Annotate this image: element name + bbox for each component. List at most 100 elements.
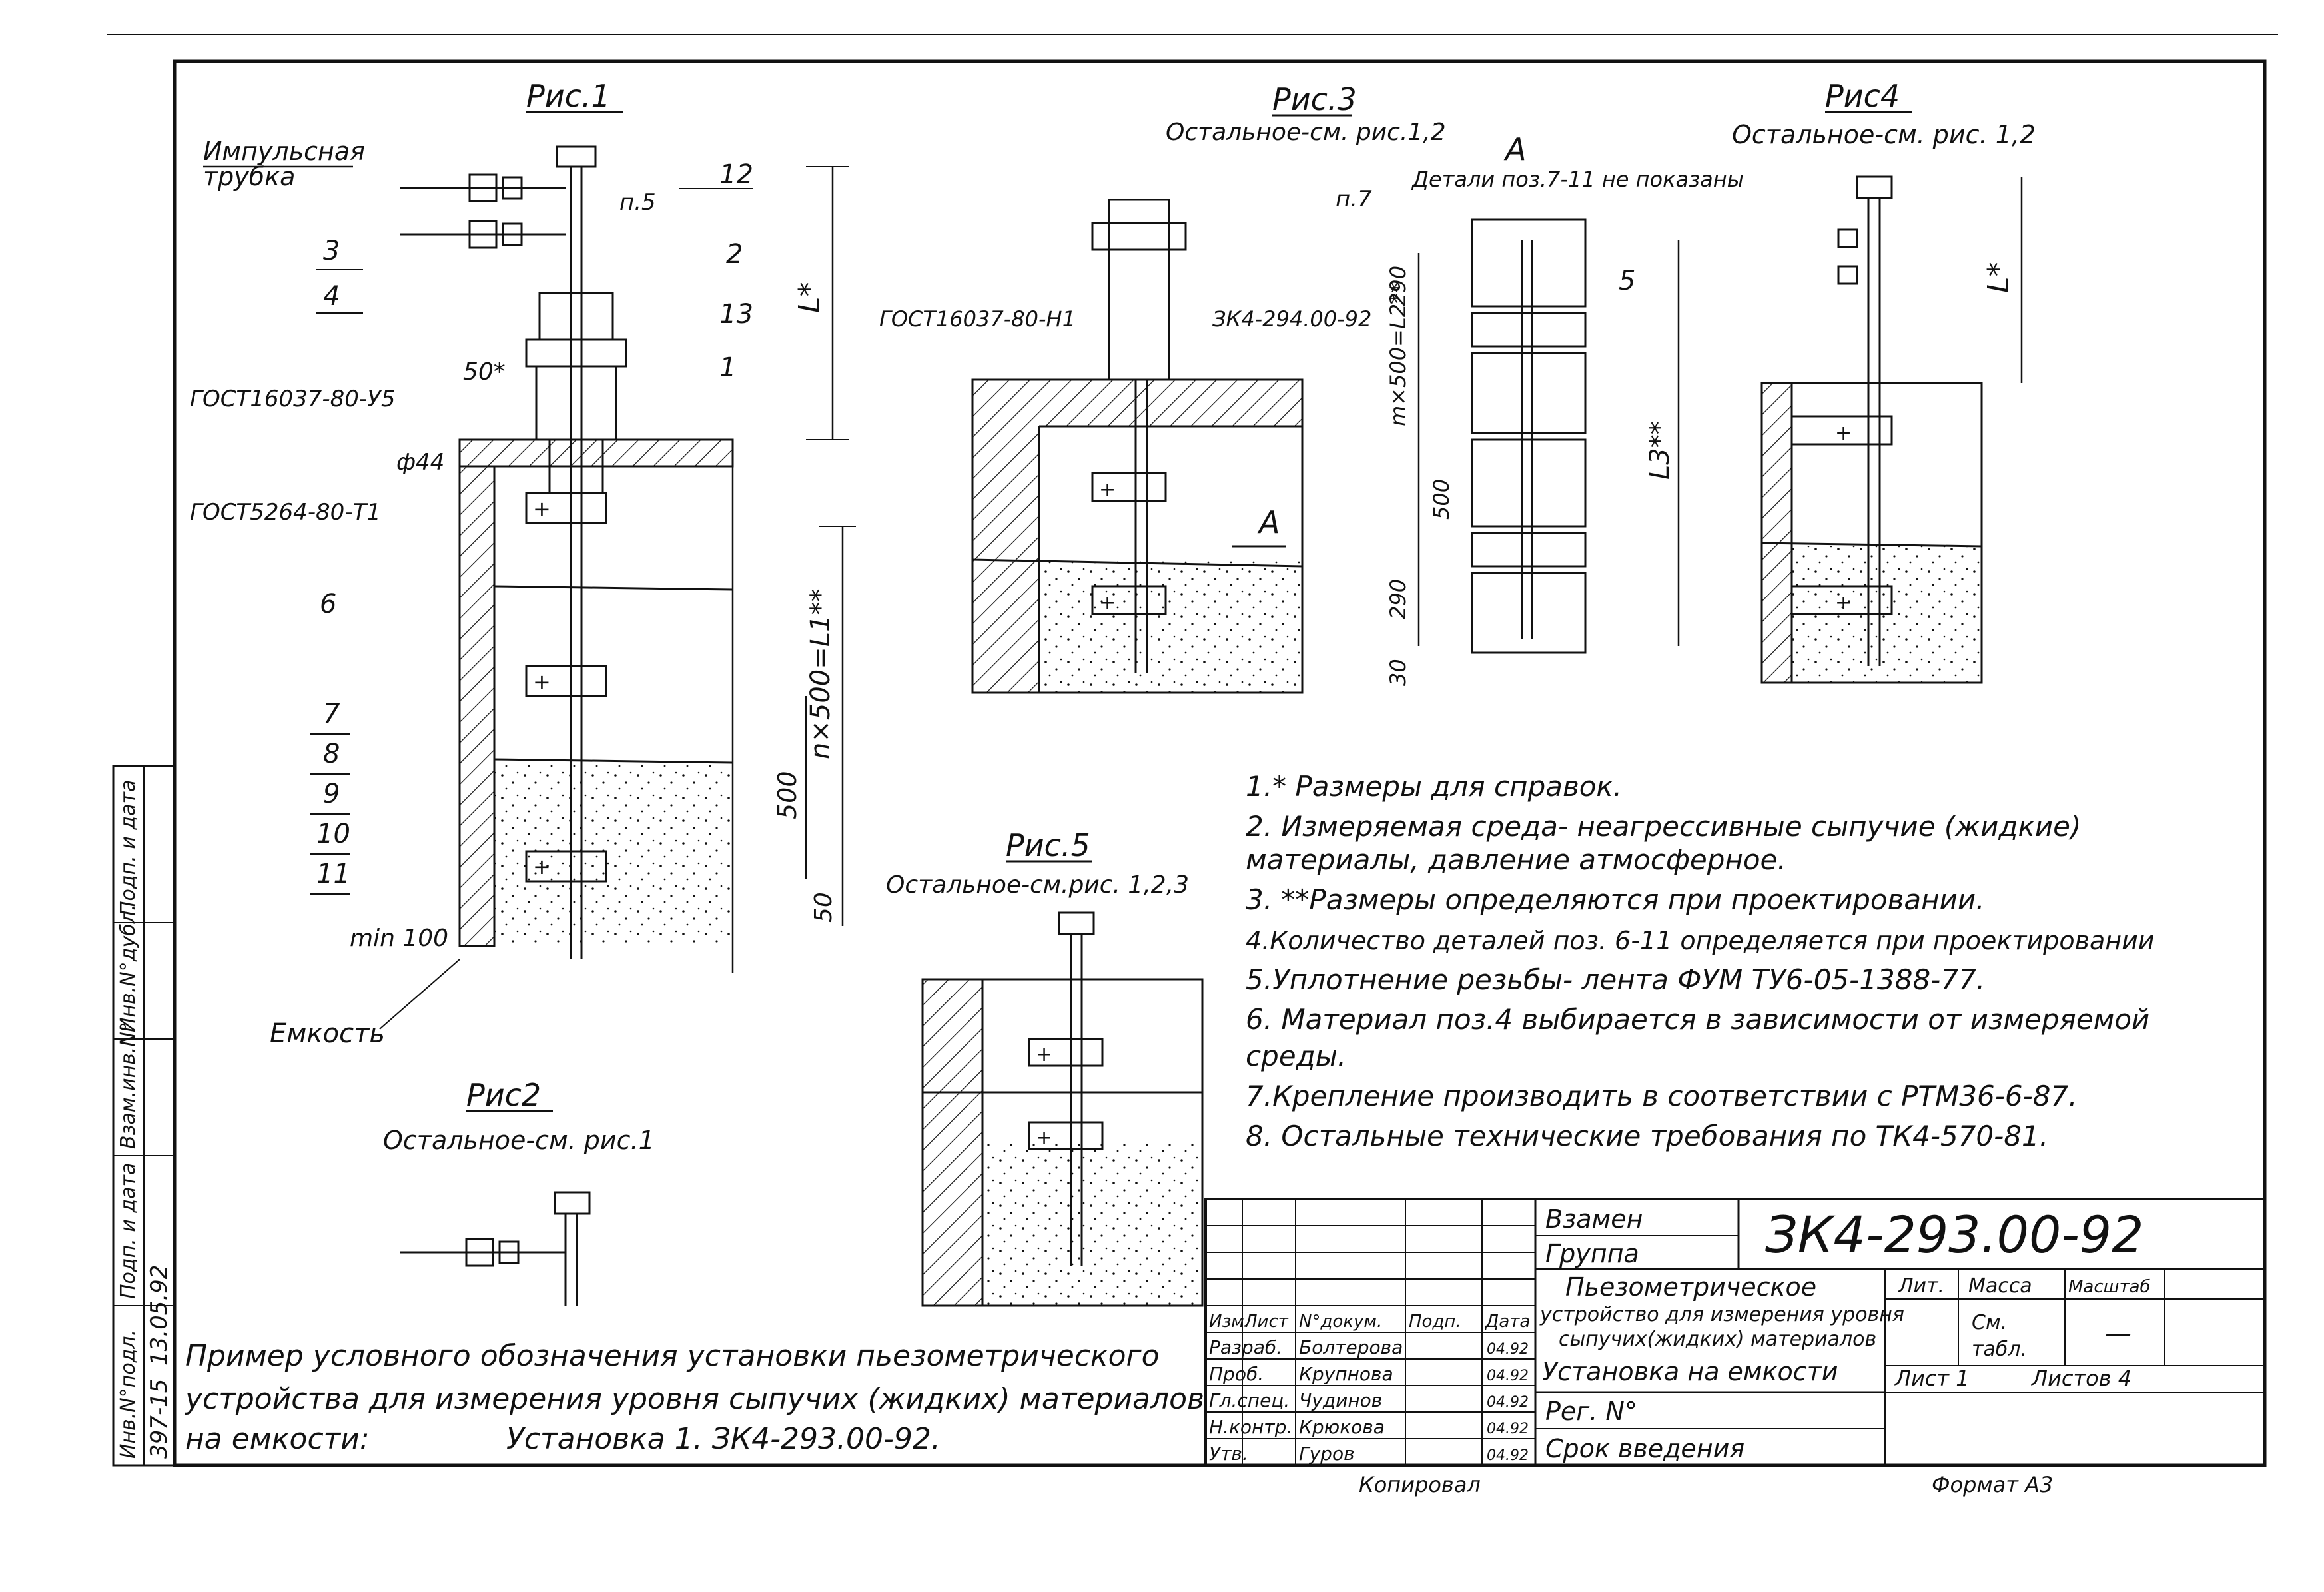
tb-lit: Лит. bbox=[1898, 1274, 1944, 1298]
tb-masshtab: Масштаб bbox=[2068, 1277, 2151, 1297]
tb-row1-name: Болтерова bbox=[1299, 1336, 1403, 1358]
side-stamp-field-2: Подп. и дата bbox=[117, 1163, 140, 1299]
example-line-2: устройства для измерения уровня сыпучих … bbox=[184, 1382, 1204, 1416]
note-line-2: 2. Измеряемая среда- неагрессивные сыпуч… bbox=[1246, 810, 2081, 843]
callout-13: 13 bbox=[719, 299, 753, 330]
tb-header-podp: Подп. bbox=[1409, 1312, 1461, 1332]
dim-L1: n×500=L1** bbox=[805, 589, 836, 759]
tb-header-dokum: N°докум. bbox=[1299, 1312, 1382, 1332]
tb-mass-value: См. bbox=[1972, 1311, 2007, 1334]
fig3-title: Рис.3 bbox=[1272, 81, 1357, 117]
callout-gost-y5: ГОСТ16037-80-У5 bbox=[190, 386, 396, 412]
side-stamp-date-value: 13.05.92 bbox=[146, 1265, 173, 1366]
view-a-pos-5: 5 bbox=[1619, 266, 1635, 296]
figure-4: Рис4 Остальное-см. рис. 1,2 + + L* bbox=[1732, 78, 2036, 684]
dim-L: L* bbox=[793, 282, 827, 313]
tb-row4-date: 04.92 bbox=[1487, 1421, 1529, 1437]
note-line-3: материалы, давление атмосферное. bbox=[1246, 843, 1786, 876]
fig3-arrow-label: A bbox=[1257, 504, 1280, 540]
note-line-7: 6. Материал поз.4 выбирается в зависимос… bbox=[1246, 1003, 2149, 1036]
fig1-tank-label: Емкость bbox=[270, 1018, 385, 1049]
tb-row5-name: Гуров bbox=[1299, 1443, 1355, 1465]
fig2-subtitle: Остальное-см. рис.1 bbox=[383, 1126, 655, 1155]
tb-reg: Рег. N° bbox=[1545, 1397, 1637, 1426]
fig1-impulse-label-1: Импульсная bbox=[203, 137, 365, 166]
figure-2: Рис2 Остальное-см. рис.1 bbox=[383, 1077, 655, 1306]
view-a-pos-label: п.7 bbox=[1336, 186, 1372, 212]
view-a-dim-mx500: m×500=L2** bbox=[1385, 282, 1411, 426]
tb-row2-date: 04.92 bbox=[1487, 1368, 1529, 1384]
view-a: A Детали поз.7-11 не показаны п.7 5 290 … bbox=[1336, 131, 1744, 686]
tb-row1-role: Разраб. bbox=[1209, 1336, 1282, 1358]
callout-p5: п.5 bbox=[619, 189, 656, 216]
view-a-dim-L3: L3** bbox=[1645, 421, 1675, 480]
figure-3: Рис.3 Остальное-см. рис.1,2 + + ГОСТ1603… bbox=[879, 81, 1446, 694]
callout-phi44: ф44 bbox=[396, 449, 444, 476]
tb-mass-value-2: табл. bbox=[1972, 1338, 2027, 1361]
callout-8: 8 bbox=[323, 739, 340, 769]
figure-1: Рис.1 Импульсная трубка bbox=[190, 78, 856, 1049]
fig3-gost: ГОСТ16037-80-Н1 bbox=[879, 306, 1076, 332]
tb-format: Формат А3 bbox=[1932, 1472, 2053, 1497]
side-stamp-inv-value: 397-15 bbox=[146, 1379, 173, 1459]
title-block: Изм. Лист N°докум. Подп. Дата Разраб. Бо… bbox=[1204, 1198, 2266, 1497]
callout-10: 10 bbox=[316, 819, 350, 849]
callout-dim50: 50* bbox=[463, 358, 506, 386]
tb-row2-role: Проб. bbox=[1209, 1363, 1264, 1385]
tb-header-data: Дата bbox=[1485, 1312, 1530, 1332]
svg-text:+: + bbox=[533, 669, 551, 695]
side-stamp-field-5: Подп. и дата bbox=[117, 780, 140, 916]
tb-row5-date: 04.92 bbox=[1487, 1447, 1529, 1464]
note-line-5: 4.Количество деталей поз. 6-11 определяе… bbox=[1246, 926, 2155, 955]
example-line-1: Пример условного обозначения установки п… bbox=[185, 1339, 1160, 1373]
tb-doc-code: ЗК4-293.00-92 bbox=[1765, 1205, 2144, 1264]
note-line-8: среды. bbox=[1246, 1040, 1346, 1072]
note-line-1: 1.* Размеры для справок. bbox=[1246, 770, 1622, 803]
svg-text:+: + bbox=[1036, 1043, 1052, 1066]
callout-12: 12 bbox=[719, 159, 753, 190]
view-a-dim-500: 500 bbox=[1429, 479, 1454, 520]
dim-50: 50 bbox=[810, 892, 837, 923]
tb-row4-role: Н.контр. bbox=[1209, 1416, 1292, 1438]
tb-kopiroval: Копировал bbox=[1359, 1472, 1481, 1497]
tb-vzamen: Взамен bbox=[1545, 1204, 1643, 1234]
example-designation: Пример условного обозначения установки п… bbox=[184, 1339, 1204, 1456]
fig5-title: Рис.5 bbox=[1006, 827, 1090, 863]
svg-text:+: + bbox=[1099, 592, 1116, 615]
tb-scale-value: — bbox=[2105, 1318, 2131, 1349]
tb-title-line-1: Пьезометрическое bbox=[1565, 1272, 1816, 1302]
svg-text:+: + bbox=[1036, 1126, 1052, 1150]
side-stamp-field-4: Инв.N°дубл. bbox=[117, 905, 140, 1032]
tb-row5-role: Утв. bbox=[1209, 1443, 1248, 1465]
fig4-dim-L: L* bbox=[1982, 262, 2016, 293]
callout-min100: min 100 bbox=[350, 925, 448, 952]
note-line-10: 8. Остальные технические требования по Т… bbox=[1246, 1120, 2048, 1152]
tb-sheets: Листов 4 bbox=[2031, 1366, 2131, 1391]
callout-1: 1 bbox=[719, 352, 736, 383]
example-line-4: Установка 1. ЗК4-293.00-92. bbox=[506, 1422, 941, 1456]
callout-9: 9 bbox=[323, 779, 340, 809]
view-a-dim-290a: 290 bbox=[1385, 266, 1411, 306]
callout-7: 7 bbox=[323, 699, 340, 729]
note-line-6: 5.Уплотнение резьбы- лента ФУМ ТУ6-05-13… bbox=[1246, 963, 1985, 996]
fig3-part: ЗК4-294.00-92 bbox=[1212, 306, 1371, 332]
dim-500: 500 bbox=[773, 771, 802, 819]
tb-massa: Масса bbox=[1968, 1274, 2032, 1298]
callout-11: 11 bbox=[316, 859, 350, 889]
callout-6: 6 bbox=[320, 589, 336, 619]
callout-3: 3 bbox=[323, 236, 340, 266]
tb-sheet: Лист 1 bbox=[1894, 1366, 1970, 1391]
svg-text:+: + bbox=[533, 854, 551, 879]
fig5-subtitle: Остальное-см.рис. 1,2,3 bbox=[886, 871, 1189, 899]
tb-header-izm: Изм. bbox=[1209, 1312, 1250, 1332]
side-stamp-field-3: Взам.инв.N° bbox=[117, 1022, 140, 1149]
side-stamp: Подп. и дата Инв.N°дубл. Взам.инв.N° Под… bbox=[112, 765, 176, 1467]
tb-row1-date: 04.92 bbox=[1487, 1341, 1529, 1358]
tb-title-line-4: Установка на емкости bbox=[1542, 1357, 1838, 1386]
tb-row3-role: Гл.спец. bbox=[1209, 1390, 1290, 1411]
fig1-title: Рис.1 bbox=[526, 78, 611, 114]
tb-gruppa: Группа bbox=[1545, 1239, 1639, 1268]
technical-notes: 1.* Размеры для справок. 2. Измеряемая с… bbox=[1246, 770, 2155, 1152]
svg-text:+: + bbox=[1099, 478, 1116, 502]
